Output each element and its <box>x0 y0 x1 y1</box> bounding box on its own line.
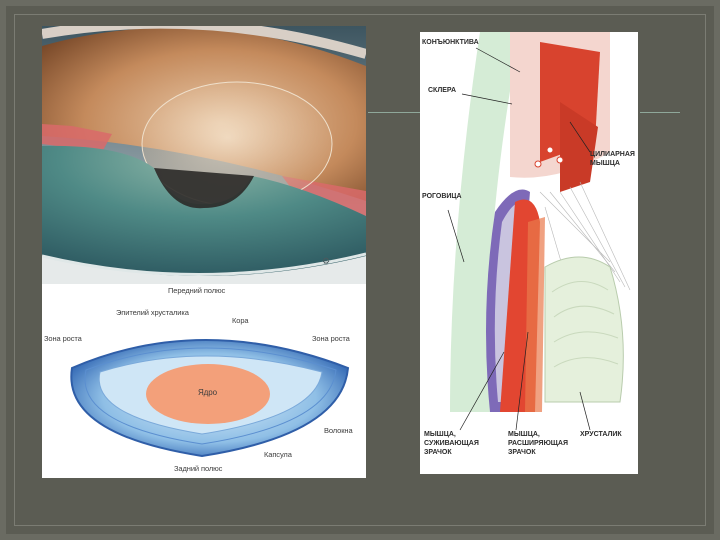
nucleus-label: Ядро <box>198 388 217 397</box>
svg-text:⚙: ⚙ <box>322 256 330 266</box>
lens-structure-diagram: Передний полюс Эпителий хрусталика Кора … <box>42 284 366 478</box>
cortex-label: Кора <box>232 316 248 325</box>
anterior-pole-label: Передний полюс <box>168 286 225 295</box>
eye-anatomy-section: КОНЪЮНКТИВА СКЛЕРА ЦИЛИАРНАЯ МЫШЦА РОГОВ… <box>420 32 638 474</box>
sclera-label: СКЛЕРА <box>428 86 456 95</box>
eye-cutaway-illustration: ⚙ <box>42 26 366 284</box>
conjunctiva-label: КОНЪЮНКТИВА <box>422 38 479 47</box>
lens-label: ХРУСТАЛИК <box>580 430 622 439</box>
capsule-label: Капсула <box>264 450 292 459</box>
growth-zone-right-label: Зона роста <box>312 334 350 343</box>
dilator-muscle-label: МЫШЦА, РАСШИРЯЮЩАЯ ЗРАЧОК <box>508 430 568 457</box>
lens-structure-illustration <box>42 284 366 478</box>
growth-zone-left-label: Зона роста <box>44 334 82 343</box>
decorative-line-left <box>368 112 420 113</box>
ciliary-muscle-label: ЦИЛИАРНАЯ МЫШЦА <box>590 150 635 168</box>
decorative-line-right <box>640 112 680 113</box>
epithelium-label: Эпителий хрусталика <box>116 308 189 317</box>
posterior-pole-label: Задний полюс <box>174 464 222 473</box>
fibers-label: Волокна <box>324 426 353 435</box>
anatomy-illustration <box>420 32 638 474</box>
cornea-label: РОГОВИЦА <box>422 192 462 201</box>
eye-cutaway-image: ⚙ <box>42 26 366 284</box>
sphincter-muscle-label: МЫШЦА, СУЖИВАЮЩАЯ ЗРАЧОК <box>424 430 479 457</box>
